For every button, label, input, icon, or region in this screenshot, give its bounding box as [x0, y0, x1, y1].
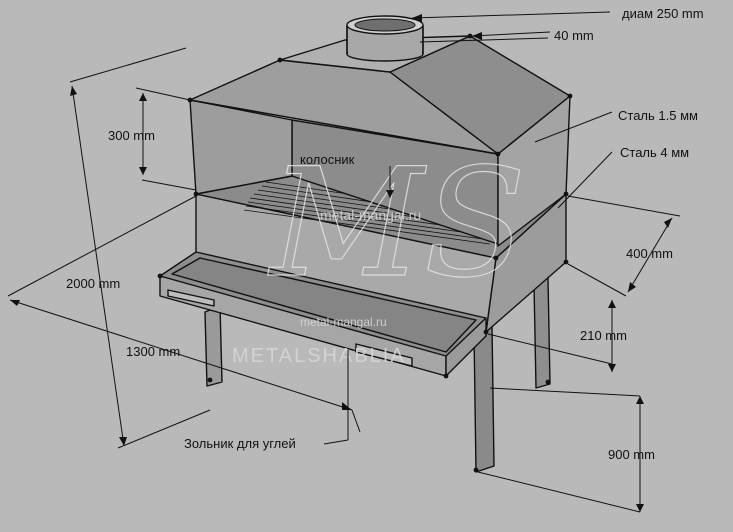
leg-front-left	[204, 305, 223, 387]
labels: диам 250 mm 40 mm Сталь 1.5 мм Сталь 4 м…	[66, 6, 704, 462]
label-width: 1300 mm	[126, 344, 180, 359]
label-ash-drawer: Зольник для углей	[184, 436, 296, 451]
label-flue-height: 40 mm	[554, 28, 594, 43]
label-firebox-height: 400 mm	[626, 246, 673, 261]
ash-drawer	[159, 251, 487, 377]
ash-drawer-inner	[171, 257, 477, 353]
hood-left-side	[189, 99, 293, 195]
leg-back-right	[533, 277, 551, 389]
hood	[189, 15, 571, 247]
vertex-dots	[157, 33, 573, 473]
legs	[204, 277, 551, 473]
ash-drawer-handles	[167, 289, 413, 367]
watermark-brand: METALSHABLIA	[232, 345, 406, 367]
label-diam: диам 250 mm	[622, 6, 704, 21]
watermark-site-lower: metal-mangal.ru	[300, 315, 387, 329]
label-hood-height: 300 mm	[108, 128, 155, 143]
ash-drawer-right-wall	[445, 317, 487, 377]
label-grate: колосник	[300, 152, 355, 167]
watermark-site-upper: metal-mangal.ru	[320, 207, 421, 223]
label-steel-thin: Сталь 1.5 мм	[618, 108, 698, 123]
label-gap: 210 mm	[580, 328, 627, 343]
watermark: MS metal-mangal.ru metal-mangal.ru METAL…	[232, 136, 527, 367]
label-total-height: 2000 mm	[66, 276, 120, 291]
watermark-monogram: MS	[267, 137, 526, 311]
dimension-arrowheads	[10, 14, 672, 512]
dimension-lines	[7, 11, 681, 513]
label-steel-thick: Сталь 4 мм	[620, 145, 689, 160]
leg-front-right	[473, 325, 495, 473]
chimney	[346, 15, 424, 62]
label-leg-height: 900 mm	[608, 447, 655, 462]
